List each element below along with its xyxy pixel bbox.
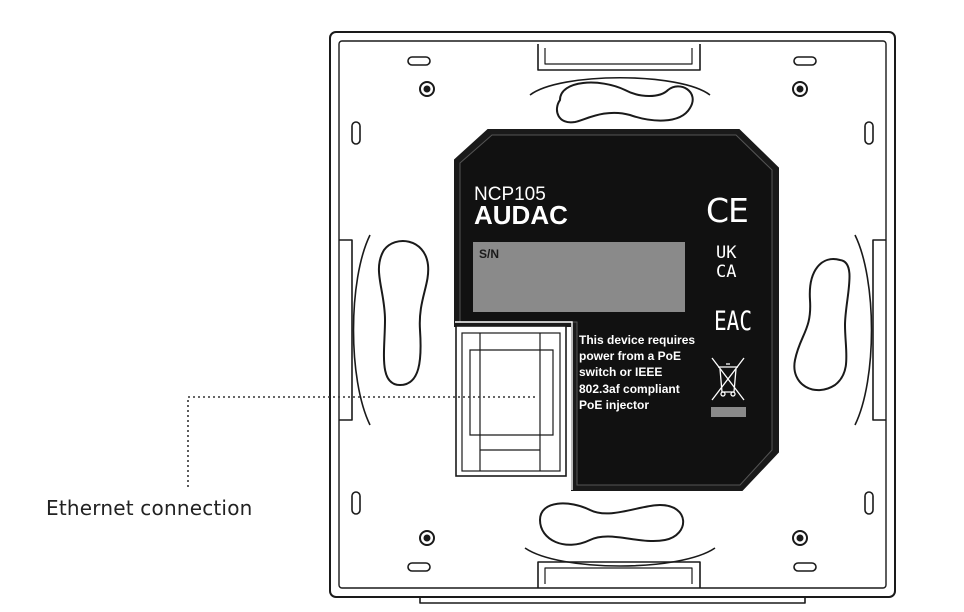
screw-hole-top-left	[419, 81, 435, 97]
screw-hole-bottom-left	[419, 530, 435, 546]
poe-notice-line-2: power from a PoE	[579, 349, 681, 363]
ukca-mark-line2: CA	[716, 262, 736, 282]
ukca-mark-line1: UK	[716, 243, 737, 263]
weee-bar-icon	[711, 407, 746, 417]
slot-right-lower	[864, 491, 874, 515]
right-mount-slot	[793, 258, 851, 391]
plate-bottom-strip	[419, 597, 806, 604]
left-clip-arc	[352, 234, 371, 426]
slot-top-right	[793, 56, 817, 66]
screw-hole-top-right	[792, 81, 808, 97]
eac-mark: EAC	[714, 306, 752, 337]
bottom-mount-slot	[539, 502, 685, 546]
top-clip-frame-inner	[544, 48, 693, 65]
mounting-plate-inner	[338, 40, 887, 589]
left-clip-frame	[339, 239, 353, 421]
screw-hole-bottom-right	[792, 530, 808, 546]
bottom-clip-arc	[524, 547, 716, 567]
slot-right-upper	[864, 121, 874, 145]
poe-notice-line-5: PoE injector	[579, 398, 649, 412]
top-clip-frame	[537, 44, 701, 71]
top-clip-arc	[529, 76, 711, 96]
mounting-plate-outer	[329, 31, 896, 598]
brand-logo-text: AUDAC	[474, 200, 568, 230]
poe-notice-line-3: switch or IEEE	[579, 365, 662, 379]
poe-notice-line-4: 802.3af compliant	[579, 382, 680, 396]
poe-notice-line-1: This device requires	[579, 333, 695, 347]
slot-bottom-left	[407, 562, 431, 572]
serial-number-label: S/N	[479, 247, 499, 261]
ethernet-callout-leader	[187, 396, 535, 490]
port-bracket	[455, 321, 573, 490]
model-name: NCP105	[474, 184, 546, 205]
right-clip-frame	[872, 239, 886, 421]
ethernet-port	[455, 325, 567, 477]
weee-bin-icon	[711, 357, 745, 401]
slot-left-upper	[351, 121, 361, 145]
ethernet-connection-label: Ethernet connection	[46, 496, 253, 520]
top-mount-slot	[556, 81, 694, 124]
left-mount-slot	[377, 240, 430, 386]
right-clip-arc	[854, 234, 873, 426]
serial-number-field	[473, 242, 685, 312]
bottom-clip-frame-inner	[544, 567, 693, 584]
slot-top-left	[407, 56, 431, 66]
slot-bottom-right	[793, 562, 817, 572]
bottom-clip-frame	[537, 561, 701, 588]
ce-mark: CE	[706, 191, 748, 230]
slot-left-lower	[351, 491, 361, 515]
